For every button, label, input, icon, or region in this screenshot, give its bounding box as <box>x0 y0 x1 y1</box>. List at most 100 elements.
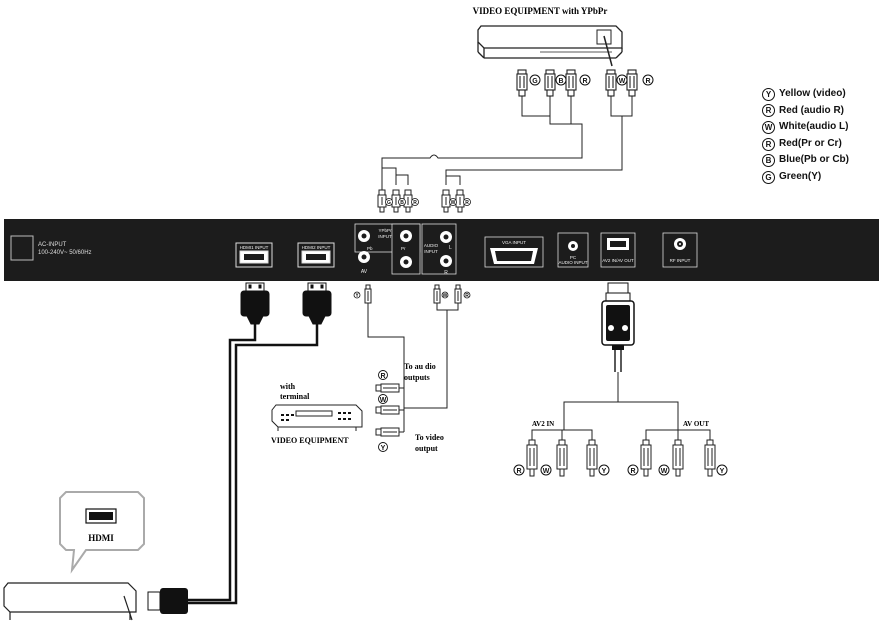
hdmi-cables <box>188 324 319 605</box>
code-top-0: G <box>532 78 538 85</box>
code-vcr-video: Y <box>381 445 386 452</box>
code-mid-2: R <box>413 200 417 206</box>
legend-text: White(audio L) <box>779 121 849 133</box>
with-terminal-line2: terminal <box>280 392 310 401</box>
audio-input-block: AUDIO INPUT L R <box>421 223 457 276</box>
pr-label: Pr <box>401 246 406 251</box>
hdmi2-label: HDMI2 INPUT <box>302 245 331 250</box>
ac-input-label: AC-INPUT <box>38 242 67 248</box>
legend-text: Red(Pr or Cr) <box>779 137 842 149</box>
code-av-audio-0: W <box>443 293 448 299</box>
ypbpr-equipment-device <box>477 25 623 67</box>
hdmi-plugs <box>240 282 332 325</box>
code-avout-0: R <box>630 468 635 475</box>
legend-code: G <box>762 170 775 184</box>
with-terminal-line1: with <box>280 382 296 391</box>
legend-row: G Green(Y) <box>762 169 849 186</box>
legend-row: B Blue(Pb or Cb) <box>762 152 849 169</box>
vcr-device <box>271 404 363 431</box>
code-mid-4: R <box>465 200 469 206</box>
legend-row: Y Yellow (video) <box>762 86 849 103</box>
code-top-4: R <box>645 78 650 85</box>
top-plug-g <box>516 69 528 97</box>
av2-label: AV2 IN/AV OUT <box>602 258 634 263</box>
legend-code: R <box>762 137 775 151</box>
code-mid-3: W <box>451 200 456 206</box>
vcr-plugs <box>375 383 400 437</box>
audio-input-label: INPUT <box>424 249 438 254</box>
legend-row: W White(audio L) <box>762 119 849 136</box>
legend-code: B <box>762 154 775 168</box>
hdmi1-port[interactable]: HDMI1 INPUT <box>235 242 273 268</box>
code-avout-1: W <box>661 468 668 475</box>
color-legend: Y Yellow (video) R Red (audio R) W White(au… <box>762 86 849 186</box>
code-av2in-1: W <box>543 468 550 475</box>
top-plug-b <box>544 69 556 97</box>
to-video-line1: To video <box>415 433 444 442</box>
power-socket <box>10 235 34 261</box>
audio-r-label: R <box>444 270 448 276</box>
code-vcr-audio-0: R <box>380 373 385 380</box>
code-av-video: Y <box>355 293 359 299</box>
to-audio-line1: To au dio <box>404 362 436 371</box>
legend-text: Blue(Pb or Cb) <box>779 154 849 166</box>
vcr-plug-wires <box>399 387 405 433</box>
code-top-3: W <box>619 78 626 85</box>
pc-audio-port[interactable]: PC AUDIO INPUT <box>557 232 589 268</box>
code-avout-2: Y <box>720 468 725 475</box>
ypbpr-input-label: INPUT <box>378 234 392 239</box>
ypbpr-cables <box>381 96 633 190</box>
audio-l-label: L <box>449 245 452 251</box>
av2-port[interactable]: AV2 IN/AV OUT <box>600 232 636 268</box>
legend-text: Red (audio R) <box>779 104 844 116</box>
legend-text: Yellow (video) <box>779 88 846 99</box>
hdmi-source-device <box>3 582 137 621</box>
code-top-2: R <box>582 78 587 85</box>
av-out-label: AV OUT <box>683 420 709 428</box>
av2-breakout-connector <box>601 282 635 372</box>
vga-port[interactable]: VGA INPUT <box>484 236 544 268</box>
code-av2in-2: Y <box>602 468 607 475</box>
hdmi1-label: HDMI1 INPUT <box>240 245 269 250</box>
code-mid-1: B <box>400 200 404 206</box>
av2-plugs <box>526 439 716 477</box>
hdmi-end-plug <box>147 588 188 614</box>
vga-label: VGA INPUT <box>502 240 526 245</box>
pc-audio-label: AUDIO INPUT <box>558 260 587 265</box>
to-audio-line2: outputs <box>404 373 430 382</box>
hdmi-callout-label: HDMI <box>88 533 114 543</box>
ac-rating-label: 100-240V~ 50/60Hz <box>38 250 92 256</box>
code-mid-0: G <box>387 200 391 206</box>
rf-label: RF INPUT <box>670 258 691 263</box>
middle-connector-group <box>377 189 465 213</box>
code-av2in-0: R <box>516 468 521 475</box>
hdmi2-port[interactable]: HDMI2 INPUT <box>297 242 335 268</box>
top-plug-r2 <box>626 69 638 97</box>
hdmi-callout: HDMI <box>59 491 145 574</box>
ypbpr-av-block: Pb YPbPr INPUT Pr AV <box>354 223 421 275</box>
code-vcr-audio-1: W <box>380 397 387 404</box>
legend-code: W <box>762 120 775 134</box>
ypbpr-label: YPbPr <box>378 228 392 233</box>
middle-connector-codes: G B R W R <box>385 198 471 206</box>
av-label: AV <box>361 269 368 275</box>
audio-label: AUDIO <box>424 243 439 248</box>
legend-row: R Red(Pr or Cr) <box>762 136 849 153</box>
rf-port[interactable]: RF INPUT <box>662 232 698 268</box>
av2-in-label: AV2 IN <box>532 420 554 428</box>
ypbpr-equipment-title: VIDEO EQUIPMENT with YPbPr <box>473 6 608 16</box>
av2-split-wires <box>531 372 711 440</box>
to-video-line2: output <box>415 444 438 453</box>
pc-label: PC <box>570 255 577 260</box>
legend-code: Y <box>762 87 775 101</box>
top-plug-w <box>605 69 617 97</box>
legend-row: R Red (audio R) <box>762 103 849 120</box>
top-plug-r <box>565 69 577 97</box>
vcr-label: VIDEO EQUIPMENT <box>271 436 349 445</box>
code-av-audio-1: R <box>465 293 469 299</box>
legend-text: Green(Y) <box>779 170 822 182</box>
legend-code: R <box>762 104 775 118</box>
pb-label: Pb <box>367 246 373 251</box>
